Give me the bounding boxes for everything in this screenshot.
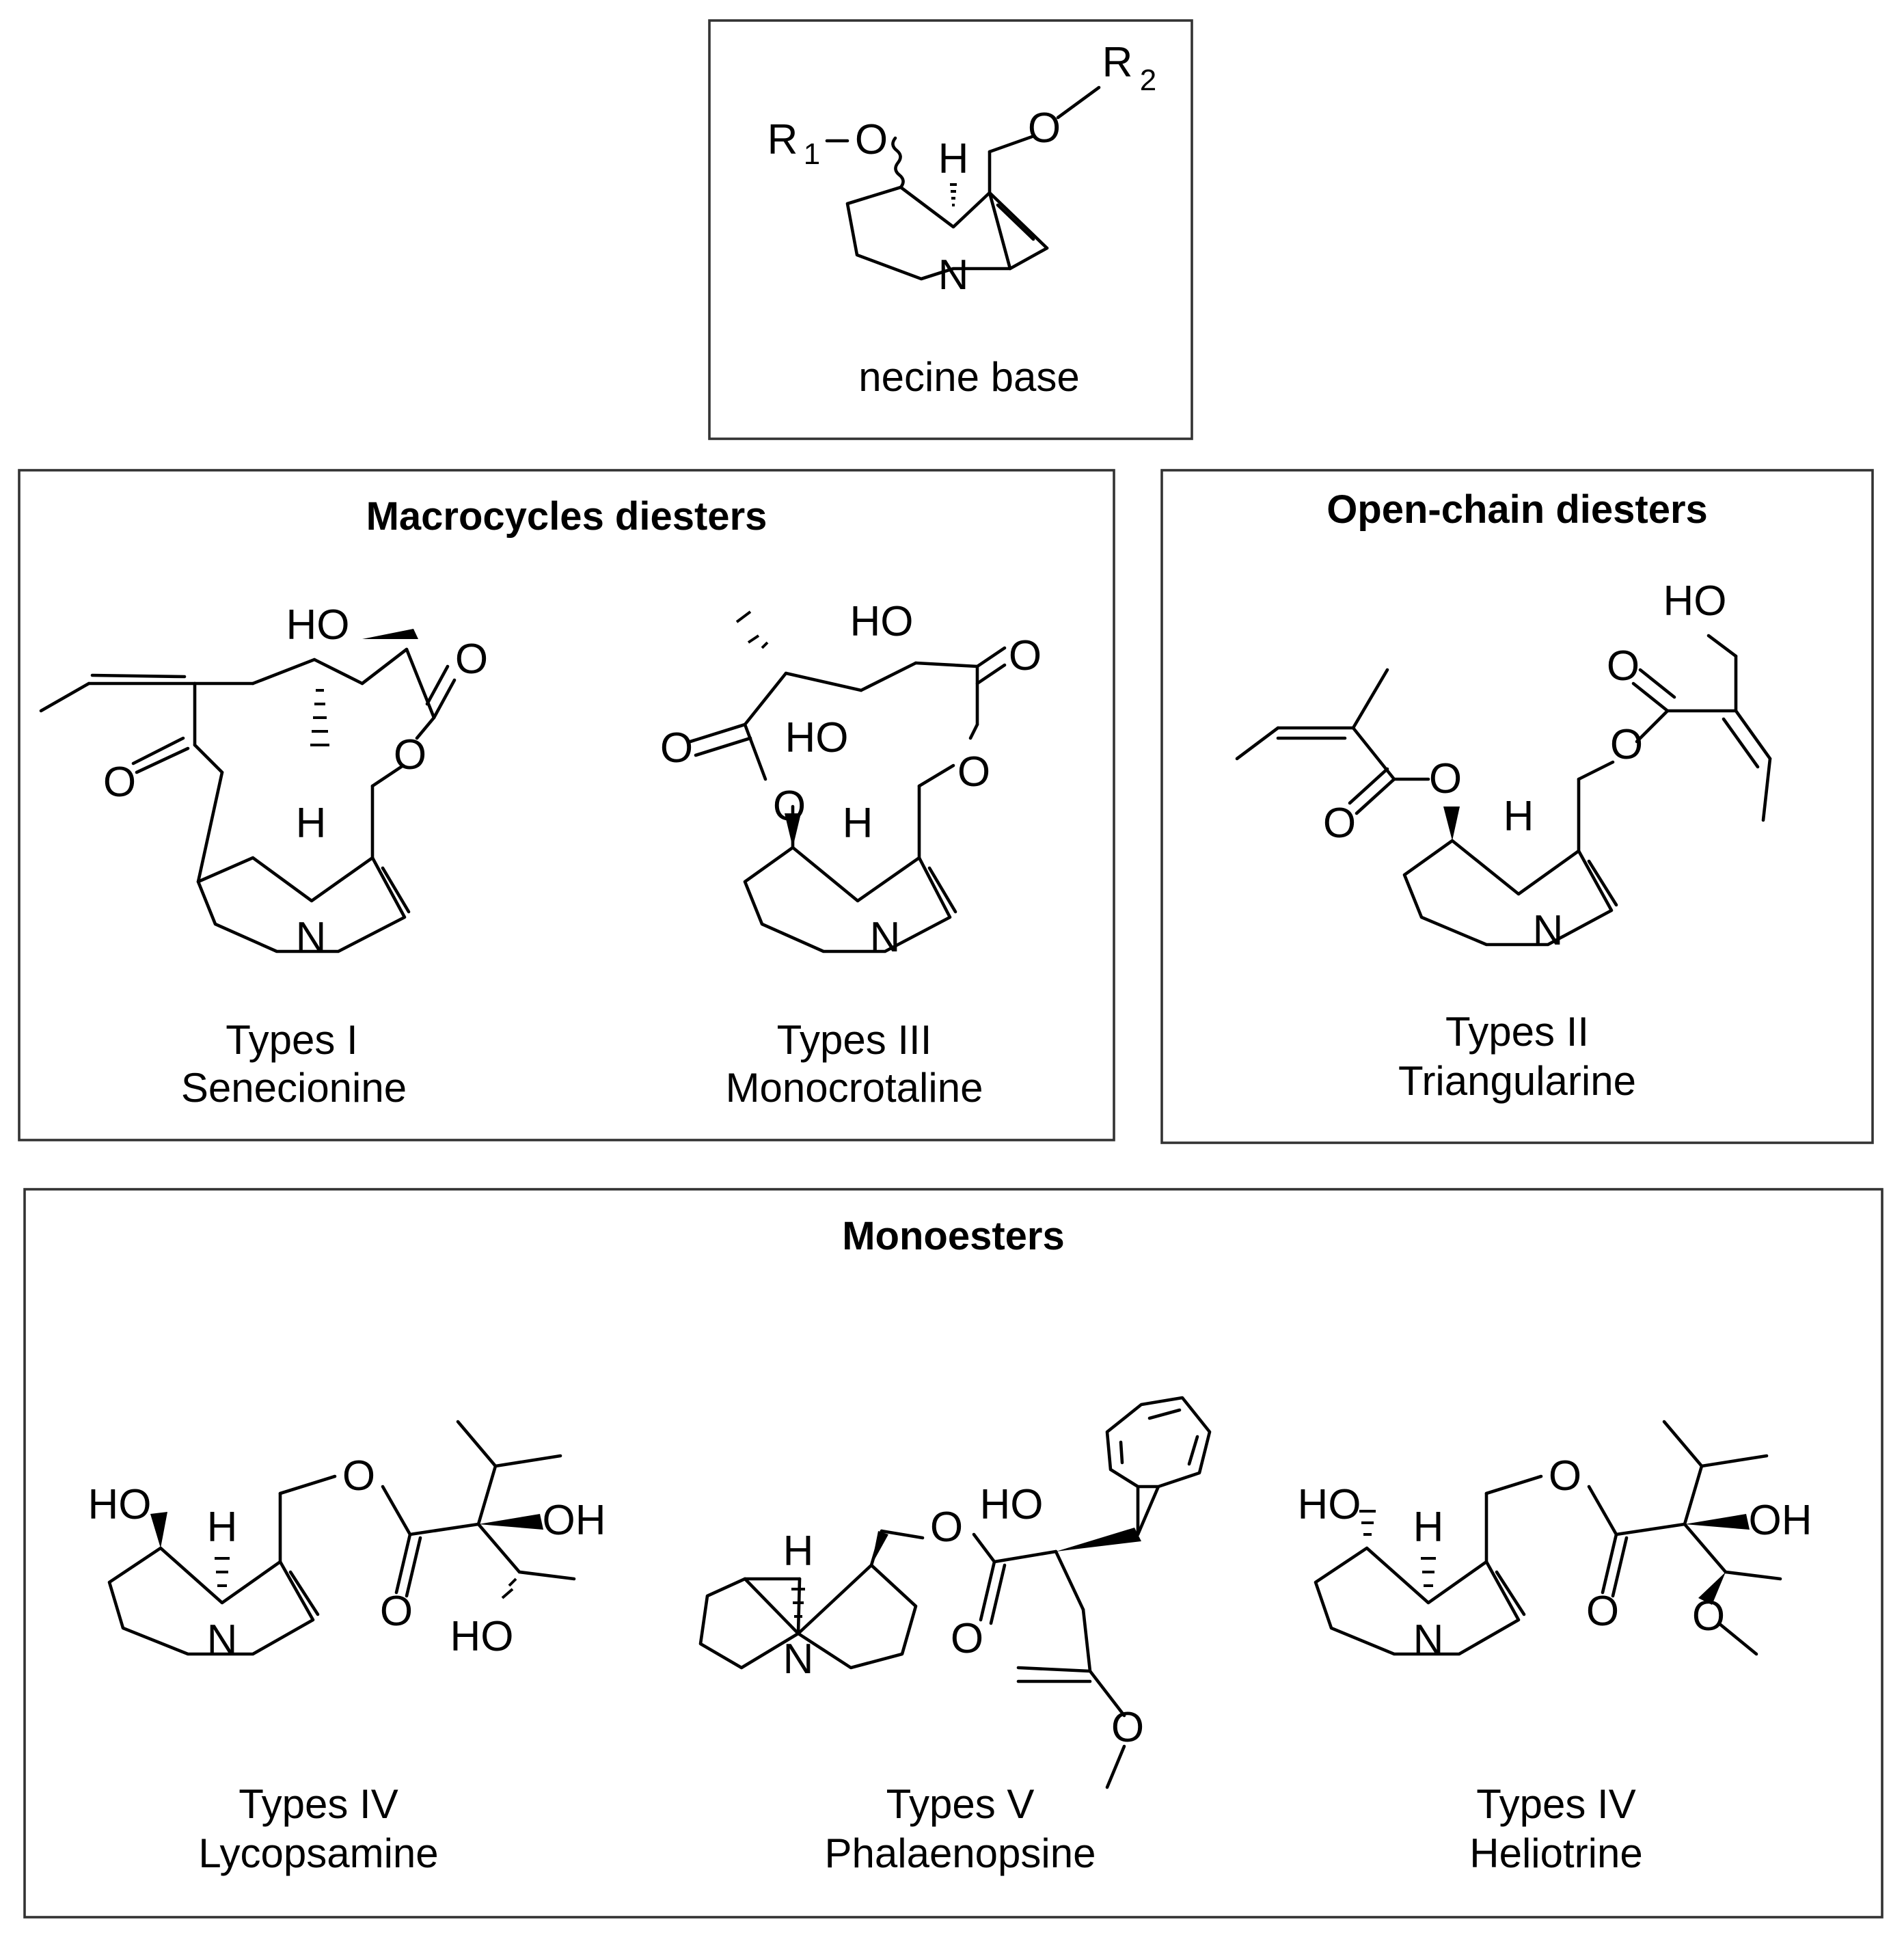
atom-O: O xyxy=(1028,105,1061,152)
atom-N: N xyxy=(783,1636,814,1683)
triangularine-type: Types II xyxy=(1445,1009,1589,1055)
monoesters-title: Monoesters xyxy=(842,1214,1065,1258)
monocrotaline-structure: N H O O O O HO HO xyxy=(660,598,1042,961)
monocrotaline-name: Monocrotaline xyxy=(726,1065,983,1111)
atom-N: N xyxy=(296,914,327,961)
atom-HO: HO xyxy=(450,1613,514,1660)
atom-H: H xyxy=(843,800,873,847)
atom-O: O xyxy=(1692,1593,1725,1640)
atom-O: O xyxy=(1429,755,1462,802)
atom-N: N xyxy=(938,252,969,299)
heliotrine-name: Heliotrine xyxy=(1469,1830,1642,1876)
lycopsamine-type: Types IV xyxy=(239,1781,398,1827)
atom-OH: OH xyxy=(543,1497,606,1544)
atom-R: R xyxy=(767,116,798,163)
senecionine-name: Senecionine xyxy=(181,1065,407,1111)
triangularine-structure: N H O O O O HO xyxy=(1235,578,1772,954)
atom-O: O xyxy=(773,783,806,830)
atom-R: R xyxy=(1102,39,1133,86)
atom-H: H xyxy=(1504,793,1534,840)
atom-O: O xyxy=(1009,632,1042,679)
monocrotaline-type: Types III xyxy=(777,1017,932,1063)
heliotrine-type: Types IV xyxy=(1476,1781,1635,1827)
atom-O: O xyxy=(957,748,990,796)
atom-N: N xyxy=(207,1616,238,1664)
phalaenopsine-type: Types V xyxy=(886,1781,1035,1827)
atom-O: O xyxy=(380,1588,413,1635)
senecionine-type: Types I xyxy=(226,1017,357,1063)
monoesters-panel xyxy=(23,1188,1883,1919)
senecionine-structure: N H O O O HO xyxy=(39,601,488,961)
necine-caption: necine base xyxy=(858,354,1080,400)
atom-O: O xyxy=(1549,1452,1581,1500)
atom-N: N xyxy=(1413,1616,1444,1664)
macrocycles-panel xyxy=(18,469,1115,1141)
phalaenopsine-structure: N H O O O HO xyxy=(698,1396,1212,1789)
atom-O: O xyxy=(103,759,136,806)
necine-base-structure: N H O O R 1 R 2 xyxy=(767,39,1157,299)
atom-H: H xyxy=(938,135,969,182)
atom-O: O xyxy=(660,724,693,772)
atom-H: H xyxy=(1413,1504,1444,1551)
heliotrine-structure: N H O O O HO OH xyxy=(1298,1420,1812,1664)
atom-O: O xyxy=(394,731,426,778)
atom-H: H xyxy=(783,1528,814,1575)
atom-N: N xyxy=(870,914,901,961)
atom-HO: HO xyxy=(850,598,914,645)
subscript: 2 xyxy=(1140,64,1156,97)
atom-HO: HO xyxy=(785,714,849,761)
atom-N: N xyxy=(1533,907,1564,954)
atom-O: O xyxy=(1111,1704,1144,1751)
atom-O: O xyxy=(951,1615,983,1662)
atom-O: O xyxy=(342,1452,375,1500)
atom-HO: HO xyxy=(1298,1481,1361,1528)
atom-O: O xyxy=(1610,721,1643,768)
lycopsamine-structure: N H O O HO OH HO xyxy=(88,1420,606,1664)
atom-H: H xyxy=(296,800,327,847)
atom-HO: HO xyxy=(88,1481,152,1528)
atom-HO: HO xyxy=(980,1481,1044,1528)
necine-panel xyxy=(708,19,1193,440)
lycopsamine-name: Lycopsamine xyxy=(198,1830,438,1876)
atom-HO: HO xyxy=(286,601,350,649)
atom-O: O xyxy=(1607,642,1640,690)
atom-OH: OH xyxy=(1749,1497,1812,1544)
atom-O: O xyxy=(855,116,888,163)
atom-H: H xyxy=(207,1504,238,1551)
triangularine-name: Triangularine xyxy=(1398,1058,1636,1104)
macrocycles-title: Macrocycles diesters xyxy=(366,494,767,539)
subscript: 1 xyxy=(804,137,820,171)
atom-O: O xyxy=(1586,1588,1619,1635)
atom-O: O xyxy=(1323,800,1356,847)
atom-O: O xyxy=(455,636,488,683)
open-chain-title: Open-chain diesters xyxy=(1327,487,1708,532)
open-chain-panel xyxy=(1160,469,1874,1144)
atom-HO: HO xyxy=(1663,578,1727,625)
atom-O: O xyxy=(930,1504,963,1551)
phalaenopsine-name: Phalaenopsine xyxy=(824,1830,1096,1876)
